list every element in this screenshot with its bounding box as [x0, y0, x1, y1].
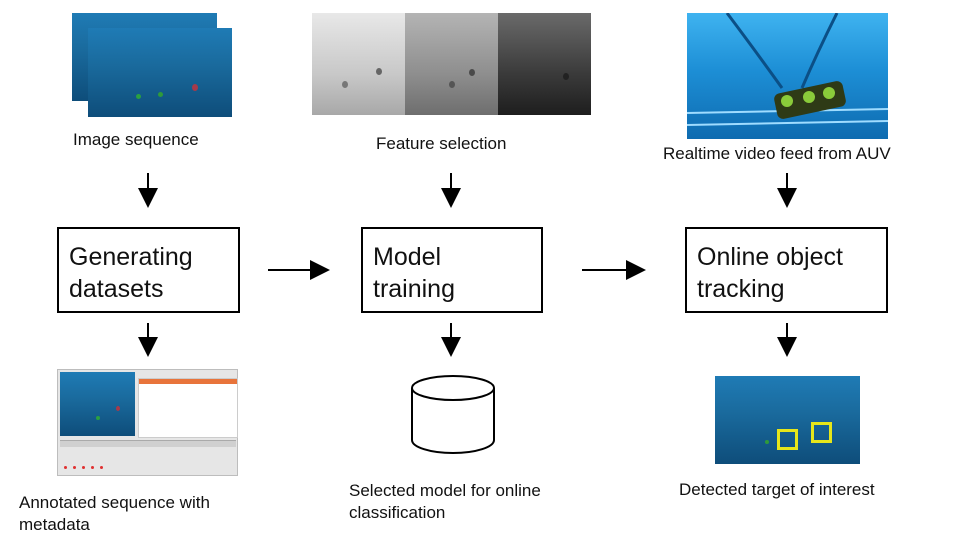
buoy-red [192, 84, 198, 91]
buoy-green [136, 94, 141, 99]
model-training-text: Model training [373, 243, 455, 303]
annotation-preview [60, 372, 135, 436]
annotation-tool-screenshot [57, 369, 238, 476]
auv-robot [774, 81, 846, 119]
generating-datasets-box: Generating datasets [57, 227, 240, 313]
buoy-green [765, 440, 769, 444]
feature-buoy [376, 68, 382, 75]
buoy-red [116, 406, 120, 411]
detection-box-1 [777, 429, 798, 450]
annotated-sequence-label: Annotated sequence with metadata [19, 493, 210, 534]
marker-dot [82, 466, 85, 469]
annotation-markers [64, 466, 114, 470]
feature-buoy [449, 81, 455, 88]
buoy-green-2 [158, 92, 163, 97]
auv-scene [687, 13, 888, 126]
marker-dot [91, 466, 94, 469]
model-training-box: Model training [361, 227, 543, 313]
marker-dot [64, 466, 67, 469]
feature-panel-dark [498, 13, 591, 115]
selected-model-label: Selected model for online classification [349, 481, 541, 522]
feature-panel-mid [405, 13, 498, 115]
image-sequence-front-frame [88, 28, 232, 117]
video-feed-label: Realtime video feed from AUV [663, 144, 891, 163]
feature-buoy [342, 81, 348, 88]
feature-buoy [563, 73, 569, 80]
marker-dot [73, 466, 76, 469]
auv-video-frame [687, 13, 888, 139]
feature-buoy [469, 69, 475, 76]
buoy-green [96, 416, 100, 420]
annotation-header-bar [139, 379, 237, 384]
detection-box-2 [811, 422, 832, 443]
online-tracking-text: Online object tracking [697, 243, 843, 303]
feature-selection-label: Feature selection [376, 134, 507, 153]
marker-dot [100, 466, 103, 469]
image-sequence-label: Image sequence [73, 130, 199, 149]
detected-target-label: Detected target of interest [679, 480, 875, 499]
database-icon [411, 375, 495, 454]
annotation-panel [138, 378, 238, 438]
feature-panel-light [312, 13, 405, 115]
detected-target-frame [715, 376, 860, 464]
generating-datasets-text: Generating datasets [69, 243, 193, 303]
annotation-timeline [60, 440, 236, 447]
online-tracking-box: Online object tracking [685, 227, 888, 313]
